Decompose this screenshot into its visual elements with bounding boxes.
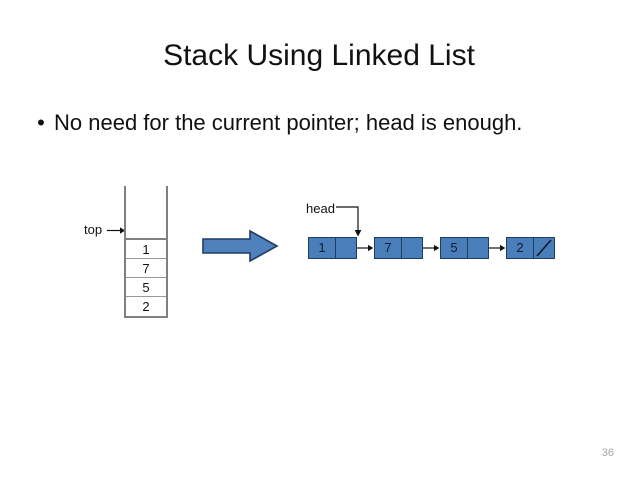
diagram-area: top 1 7 5 2 head — [0, 170, 638, 320]
node-pointer-cell — [468, 238, 488, 258]
stack-cell: 7 — [126, 259, 166, 278]
stack-rail-left — [124, 186, 126, 240]
bullet-text: No need for the current pointer; head is… — [54, 110, 523, 135]
bullet-marker-icon: • — [37, 110, 45, 135]
node-value: 1 — [309, 238, 336, 258]
linked-list-nodes: 1 7 5 — [308, 237, 555, 259]
node-value: 5 — [441, 238, 468, 258]
right-block-arrow-icon — [202, 229, 279, 263]
list-node: 7 — [374, 237, 423, 259]
node-pointer-cell-null — [534, 238, 554, 258]
node-pointer-cell — [336, 238, 356, 258]
bullet-list-item: • No need for the current pointer; head … — [28, 110, 618, 136]
stack-rail-right — [166, 186, 168, 240]
link-arrow-icon — [489, 244, 506, 252]
page-number: 36 — [601, 447, 614, 459]
node-pointer-cell — [402, 238, 422, 258]
linked-list-head-label: head — [306, 201, 335, 216]
stack-top-arrow-icon — [107, 227, 126, 234]
list-node: 1 — [308, 237, 357, 259]
link-arrow-icon — [423, 244, 440, 252]
null-slash-icon — [536, 239, 552, 257]
linked-list-container: head 1 7 — [300, 194, 555, 304]
stack-cells: 1 7 5 2 — [124, 238, 168, 318]
link-arrow-icon — [357, 244, 374, 252]
stack-cell: 5 — [126, 278, 166, 297]
node-value: 2 — [507, 238, 534, 258]
stack-container: 1 7 5 2 — [124, 186, 168, 320]
list-node: 2 — [506, 237, 555, 259]
list-node: 5 — [440, 237, 489, 259]
head-pointer-connector-icon — [336, 206, 362, 237]
page-title: Stack Using Linked List — [163, 39, 475, 72]
node-value: 7 — [375, 238, 402, 258]
stack-top-label: top — [84, 222, 103, 237]
stack-cell: 2 — [126, 297, 166, 316]
stack-cell: 1 — [126, 240, 166, 259]
